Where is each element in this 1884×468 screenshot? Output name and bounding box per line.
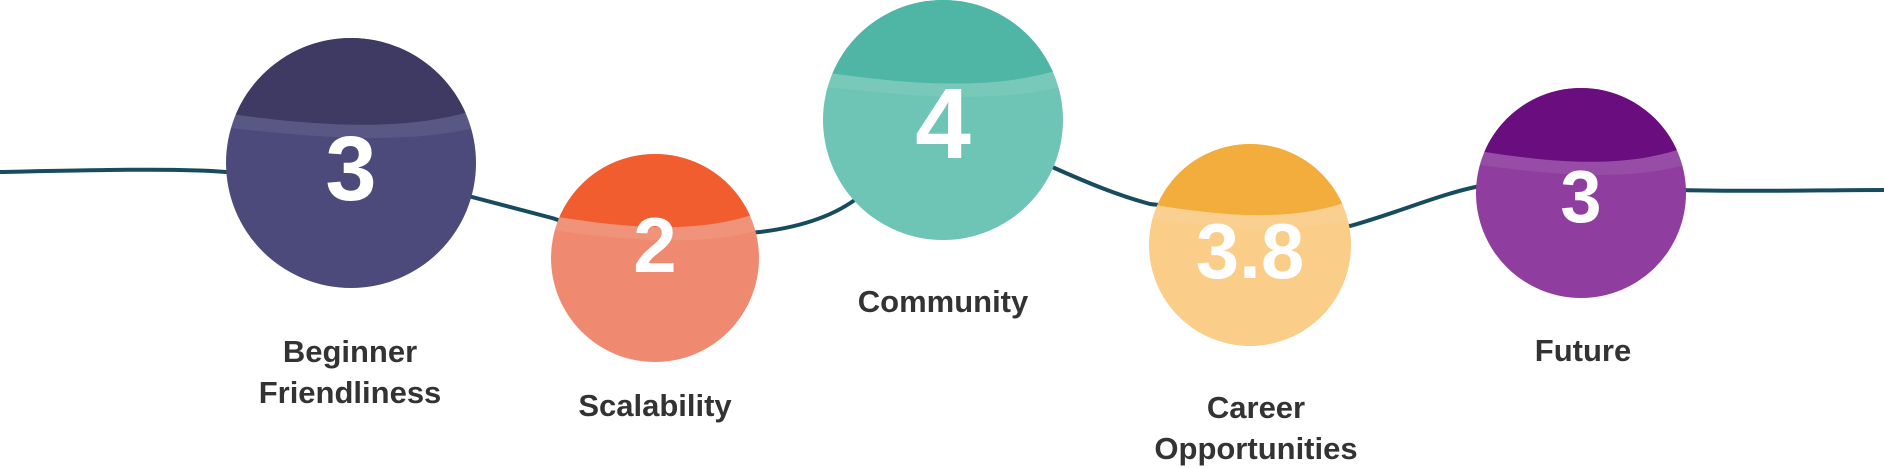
metric-label-line: Beginner — [283, 334, 417, 369]
metric-score: 2 — [633, 201, 676, 289]
metric-label-line: Opportunities — [1154, 431, 1357, 466]
metric-circle-cap — [823, 0, 1063, 84]
metric-label: Community — [858, 284, 1029, 319]
metric-circle-cap — [226, 38, 476, 125]
metric-circle-cap — [1476, 88, 1686, 162]
metric-score: 4 — [915, 68, 971, 180]
metric-circle-cap — [551, 154, 759, 228]
metric-circle-wave — [823, 68, 1063, 97]
metric-circle-wave — [551, 211, 759, 241]
metric-label-line: Friendliness — [259, 375, 442, 410]
metric-score: 3 — [1560, 155, 1601, 238]
metric-score: 3.8 — [1196, 207, 1304, 295]
metric-circle-cap — [1149, 144, 1351, 216]
metric-circle-wave — [226, 109, 476, 138]
metric-label-line: Career — [1207, 390, 1305, 425]
metric-label-line: Community — [858, 284, 1029, 319]
metric-score: 3 — [325, 118, 376, 220]
metric-circle-wave — [1149, 199, 1351, 229]
metric-label-line: Future — [1535, 333, 1631, 368]
metric-label: Scalability — [578, 388, 732, 423]
metric-circle-wave — [1476, 146, 1686, 175]
metric-label: Future — [1535, 333, 1631, 368]
metric-label-line: Scalability — [578, 388, 732, 423]
